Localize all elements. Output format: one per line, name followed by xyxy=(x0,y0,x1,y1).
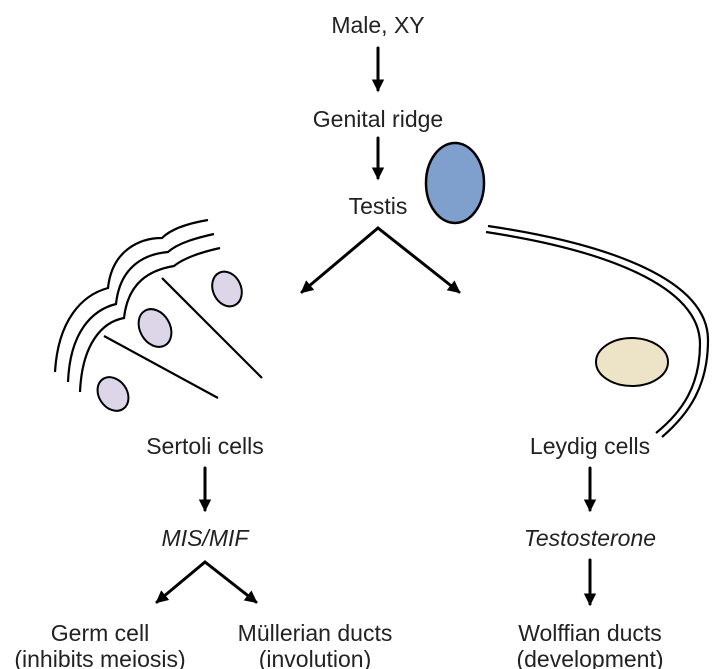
germ-cell-effect-label: (inhibits meiosis) xyxy=(14,646,185,669)
mis-mif-label: MIS/MIF xyxy=(162,525,251,551)
mullerian-ducts-effect-label: (involution) xyxy=(259,646,372,669)
sertoli-cells-label: Sertoli cells xyxy=(146,433,264,459)
sertoli-cell-boundary xyxy=(161,277,263,379)
sertoli-nucleus xyxy=(96,376,130,412)
arrow-testis-to-leydig xyxy=(376,226,461,294)
leydig-nucleus xyxy=(595,337,669,387)
wolffian-ducts-effect-label: (development) xyxy=(516,646,663,669)
leydig-region-illustration xyxy=(485,224,710,438)
male-xy-label: Male, XY xyxy=(331,12,424,38)
seminiferous-tubule-illustration xyxy=(53,218,263,412)
sertoli-nucleus xyxy=(137,308,173,348)
sertoli-cell-boundary xyxy=(103,335,219,399)
testosterone-label: Testosterone xyxy=(524,525,656,551)
wolffian-ducts-label: Wolffian ducts xyxy=(518,620,662,646)
testis-oval xyxy=(424,141,486,225)
arrow-mis-to-germ-cell xyxy=(155,560,207,604)
genital-ridge-label: Genital ridge xyxy=(313,106,443,132)
mullerian-ducts-label: Müllerian ducts xyxy=(238,620,393,646)
leydig-cells-label: Leydig cells xyxy=(530,433,650,459)
sertoli-nucleus xyxy=(211,270,243,308)
arrow-testis-to-sertoli xyxy=(300,226,380,294)
germ-cell-label: Germ cell xyxy=(51,620,149,646)
arrow-mis-to-mullerian xyxy=(203,560,258,604)
testis-label: Testis xyxy=(349,193,408,219)
